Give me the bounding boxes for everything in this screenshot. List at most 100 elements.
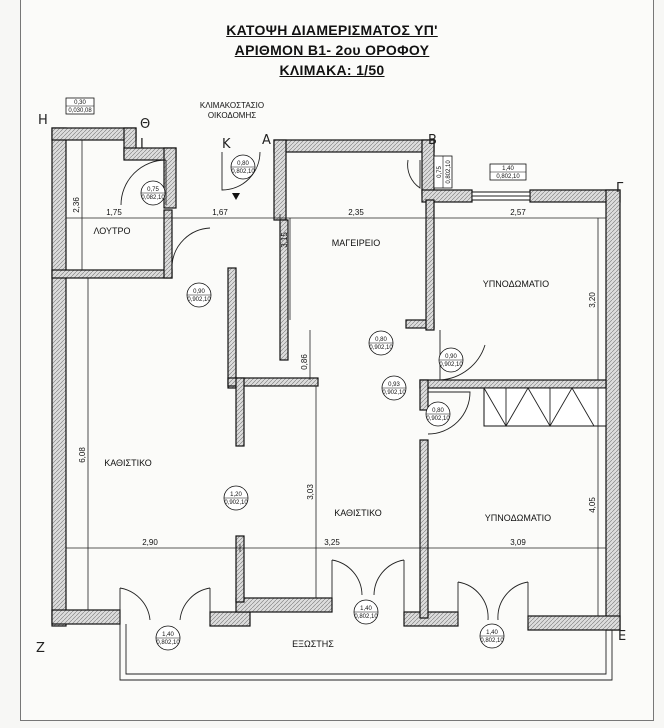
svg-text:0,902,10: 0,902,10 bbox=[439, 362, 463, 368]
dim-bath-h: 1,75 bbox=[106, 208, 122, 217]
tag-090-bath-door: 0,90 0,902,10 bbox=[186, 282, 212, 308]
svg-text:0,902,10: 0,902,10 bbox=[382, 390, 406, 396]
wall-south-c bbox=[235, 597, 333, 613]
dim-living2-v: 3,03 bbox=[306, 484, 315, 500]
dim-bottom-3: 3,09 bbox=[510, 538, 526, 547]
wall-kitchen-east bbox=[425, 199, 435, 331]
svg-text:1,40: 1,40 bbox=[162, 632, 174, 638]
tag-140-balcony-left: 1,40 0,802,10 bbox=[155, 625, 181, 651]
svg-text:0,902,10: 0,902,10 bbox=[426, 416, 450, 422]
svg-text:0,902,10: 0,902,10 bbox=[224, 500, 248, 506]
svg-text:0,90: 0,90 bbox=[445, 354, 457, 360]
tag-140-window: 1,40 0,802,10 bbox=[489, 163, 527, 181]
room-label-bedroom-1: ΥΠΝΟΔΩΜΑΤΙΟ bbox=[483, 279, 549, 289]
dimension-lines bbox=[65, 140, 606, 616]
wall-south-b bbox=[209, 611, 251, 627]
wall-hall-west bbox=[227, 267, 237, 389]
corner-label-h: Η bbox=[38, 113, 48, 128]
entrance-arrow-icon bbox=[232, 193, 240, 200]
tag-120-living: 1,20 0,902,10 bbox=[223, 485, 249, 511]
wall-east bbox=[605, 189, 621, 631]
dim-living1-v: 6,08 bbox=[78, 447, 87, 463]
dim-hall-h: 1,67 bbox=[212, 208, 228, 217]
wall-living-stub bbox=[235, 535, 245, 603]
interior-walls bbox=[51, 199, 607, 619]
svg-text:0,802,10: 0,802,10 bbox=[480, 638, 504, 644]
corner-label-i: Ι bbox=[140, 137, 144, 152]
tag-140-balcony-right: 1,40 0,802,10 bbox=[479, 623, 505, 649]
dim-bottom-2: 3,25 bbox=[324, 538, 340, 547]
svg-text:0,75: 0,75 bbox=[437, 166, 443, 178]
wall-kitchen-west bbox=[273, 139, 287, 221]
svg-text:0,902,10: 0,902,10 bbox=[369, 345, 393, 351]
wardrobe bbox=[483, 387, 607, 427]
room-label-bath: ΛΟΥΤΡΟ bbox=[93, 226, 130, 236]
tag-140-balcony-center: 1,40 0,802,10 bbox=[353, 599, 379, 625]
wall-bed-divider bbox=[419, 379, 607, 389]
plan-title-scale: ΚΛΙΜΑΚΑ: 1/50 bbox=[279, 62, 385, 78]
svg-text:1,40: 1,40 bbox=[360, 606, 372, 612]
wall-bed2-west bbox=[419, 439, 429, 619]
svg-text:0,802,10: 0,802,10 bbox=[496, 174, 520, 180]
dim-kitchen-h: 2,35 bbox=[348, 208, 364, 217]
tag-080-kitchen-door: 0,80 0,902,10 bbox=[368, 330, 394, 356]
balcony-outline bbox=[119, 624, 613, 681]
corner-label-k: Κ bbox=[222, 137, 231, 152]
svg-text:0,802,10: 0,802,10 bbox=[156, 640, 180, 646]
wall-stair-side bbox=[163, 147, 177, 209]
svg-text:0,802,10: 0,802,10 bbox=[231, 169, 255, 175]
svg-text:0,902,10: 0,902,10 bbox=[187, 297, 211, 303]
wall-bed2-jamb bbox=[419, 379, 429, 411]
wall-south-d bbox=[403, 611, 459, 627]
svg-text:1,40: 1,40 bbox=[502, 166, 514, 172]
svg-text:0,030,08: 0,030,08 bbox=[68, 108, 92, 114]
svg-text:0,80: 0,80 bbox=[375, 337, 387, 343]
svg-text:0,802,10: 0,802,10 bbox=[354, 614, 378, 620]
svg-text:0,80: 0,80 bbox=[432, 408, 444, 414]
corner-label-g: Γ bbox=[616, 181, 624, 196]
exterior-walls bbox=[51, 127, 621, 631]
svg-text:0,93: 0,93 bbox=[388, 382, 400, 388]
dim-kitchen-v: 3,15 bbox=[280, 232, 289, 248]
tag-090-bedroom1-door: 0,90 0,902,10 bbox=[438, 347, 464, 373]
dim-bottom-1: 2,90 bbox=[142, 538, 158, 547]
dim-corridor-v: 0,86 bbox=[300, 354, 309, 370]
corner-label-o: Θ bbox=[140, 117, 150, 132]
svg-text:0,75: 0,75 bbox=[147, 187, 159, 193]
wall-kitchen-inner bbox=[279, 219, 289, 361]
room-label-living-2: ΚΑΘΙΣΤΙΚΟ bbox=[334, 508, 382, 518]
svg-text:0,30: 0,30 bbox=[74, 100, 86, 106]
dim-bedroom1-v: 3,20 bbox=[588, 292, 597, 308]
tag-030: 0,30 0,030,08 bbox=[65, 97, 95, 115]
drawing-sheet bbox=[20, 0, 654, 721]
tag-080-bedroom2-door: 0,80 0,902,10 bbox=[425, 401, 451, 427]
plan-title-line1: ΚΑΤΟΨΗ ΔΙΑΜΕΡΙΣΜΑΤΟΣ ΥΠ' bbox=[226, 22, 438, 38]
wall-kitchen-east-top bbox=[421, 139, 435, 196]
wall-south-e bbox=[527, 615, 621, 631]
room-label-living-1: ΚΑΘΙΣΤΙΚΟ bbox=[104, 458, 152, 468]
dim-bath-v: 2,36 bbox=[72, 197, 81, 213]
windows bbox=[471, 191, 531, 201]
room-label-kitchen: ΜΑΓΕΙΡΕΙΟ bbox=[332, 238, 380, 248]
tag-093-corridor: 0,93 0,902,10 bbox=[381, 375, 407, 401]
stair-label-1: ΚΛΙΜΑΚΟΣΤΑΣΙΟ bbox=[200, 101, 264, 110]
svg-text:0,082,10: 0,082,10 bbox=[141, 195, 165, 201]
wall-south-a bbox=[51, 609, 121, 625]
room-label-bedroom-2: ΥΠΝΟΔΩΜΑΤΙΟ bbox=[485, 513, 551, 523]
wall-bath-east bbox=[163, 209, 173, 279]
plan-title-line2: ΑΡΙΘΜΟΝ Β1- 2ου ΟΡΟΦΟΥ bbox=[234, 42, 430, 58]
corner-label-z: Ζ bbox=[36, 641, 45, 656]
svg-text:0,90: 0,90 bbox=[193, 289, 205, 295]
stair-label-2: ΟΙΚΟΔΟΜΗΣ bbox=[208, 111, 256, 120]
dim-bedroom2-v: 4,05 bbox=[588, 497, 597, 513]
tag-075-window: 0,75 0,802,10 bbox=[433, 155, 453, 189]
door-swings bbox=[119, 151, 529, 624]
corner-label-e: Ε bbox=[618, 629, 626, 644]
wall-corridor-b bbox=[235, 377, 245, 447]
wall-corridor-a bbox=[227, 377, 319, 387]
dim-bedroom1-h: 2,57 bbox=[510, 208, 526, 217]
corner-label-b: Β bbox=[428, 133, 437, 148]
svg-text:0,80: 0,80 bbox=[237, 161, 249, 167]
svg-text:0,802,10: 0,802,10 bbox=[446, 160, 452, 184]
